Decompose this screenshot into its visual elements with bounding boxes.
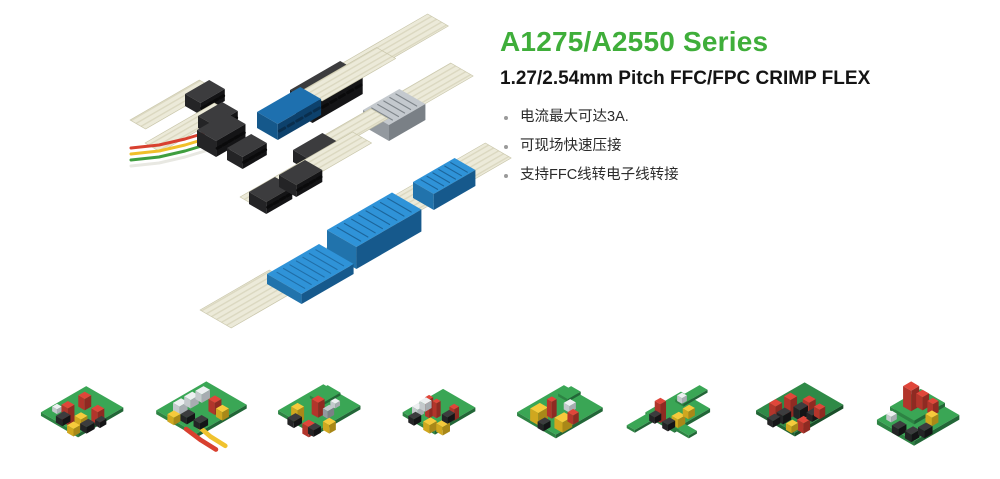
bullet-icon <box>504 173 508 178</box>
feature-item: 电流最大可达3A. <box>500 103 940 132</box>
pcb-assembly-thumbnail[interactable] <box>265 349 377 467</box>
connector-illustration-scene <box>129 13 512 329</box>
pcb-assembly-thumbnail[interactable] <box>384 349 496 467</box>
feature-text: 电流最大可达3A. <box>520 109 629 125</box>
feature-text: 可现场快速压接 <box>520 138 622 154</box>
feature-text: 支持FFC线转电子线转接 <box>520 167 679 183</box>
pcb-assembly-thumbnail[interactable] <box>623 349 735 467</box>
feature-list: 电流最大可达3A. 可现场快速压接 支持FFC线转电子线转接 <box>500 103 940 190</box>
pcb-assembly-thumbnail[interactable] <box>26 349 138 467</box>
product-subtitle: 1.27/2.54mm Pitch FFC/FPC CRIMP FLEX <box>500 68 871 89</box>
pcb-assembly-thumbnail[interactable] <box>145 349 257 467</box>
bullet-icon <box>504 144 508 149</box>
bullet-icon <box>504 115 508 120</box>
product-gallery <box>26 345 974 467</box>
pcb-assembly-thumbnail[interactable] <box>743 349 855 467</box>
product-series-title: A1275/A2550 Series <box>500 26 769 57</box>
product-info: A1275/A2550 Series 1.27/2.54mm Pitch FFC… <box>500 26 940 190</box>
feature-item: 可现场快速压接 <box>500 132 940 161</box>
connector-family-illustration <box>129 13 512 329</box>
pcb-assembly-thumbnail[interactable] <box>862 349 974 467</box>
feature-item: 支持FFC线转电子线转接 <box>500 161 940 190</box>
pcb-assembly-thumbnail[interactable] <box>504 349 616 467</box>
